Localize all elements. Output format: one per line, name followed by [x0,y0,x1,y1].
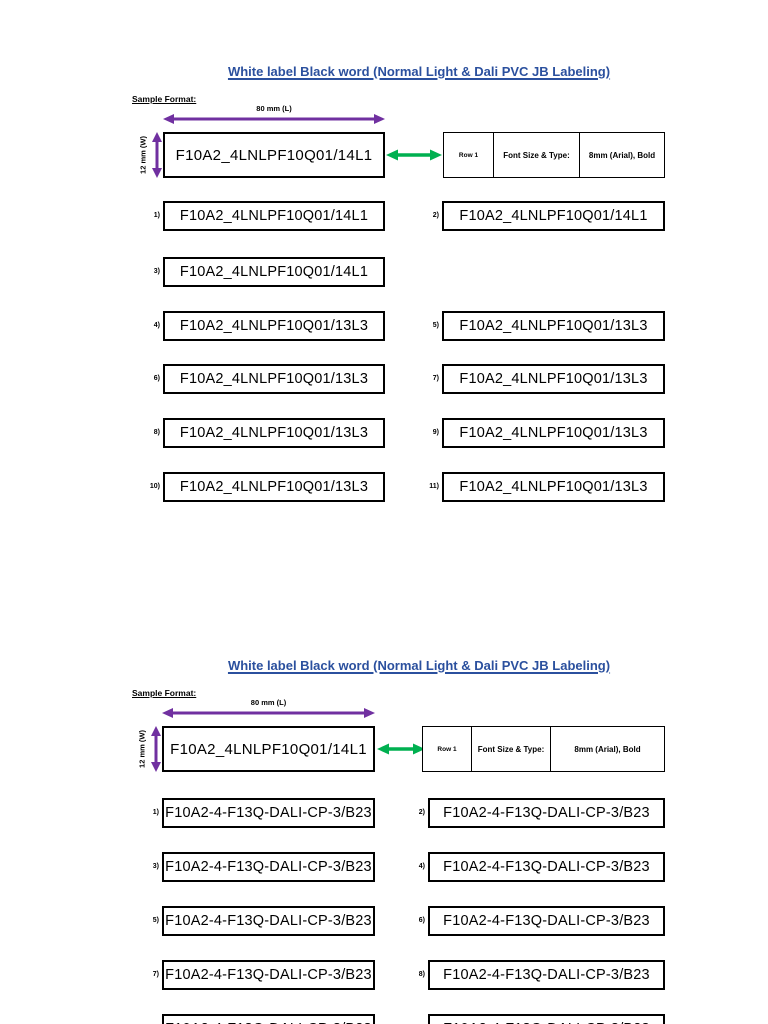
spec-attr-cell: Font Size & Type: [494,132,580,178]
label-box: F10A2_4LNLPF10Q01/14L1 [163,257,385,287]
label-box: F10A2_4LNLPF10Q01/13L3 [163,311,385,341]
label-box: F10A2_4LNLPF10Q01/13L3 [442,311,665,341]
label-text: F10A2-4-F13Q-DALI-CP-3/B23 [443,967,650,983]
label-box: F10A2_4LNLPF10Q01/14L1 [442,201,665,231]
label-text: F10A2-4-F13Q-DALI-CP-3/B23 [165,859,372,875]
label-text: F10A2_4LNLPF10Q01/14L1 [179,208,369,224]
label-number: 5) [152,917,159,924]
label-box: F10A2-4-F13Q-DALI-CP-3/B23 [162,852,375,882]
label-box: F10A2_4LNLPF10Q01/13L3 [163,418,385,448]
label-text: F10A2-4-F13Q-DALI-CP-3/B23 [165,1021,372,1024]
spec-value-cell: 8mm (Arial), Bold [580,132,665,178]
label-box: F10A2-4-F13Q-DALI-CP-3/B23 [162,1014,375,1024]
label-text: F10A2_4LNLPF10Q01/14L1 [459,208,648,224]
spec-row-cell: Row 1 [422,726,472,772]
label-box: F10A2_4LNLPF10Q01/13L3 [442,364,665,394]
sample-format-label: Sample Format: [132,688,197,698]
label-number: 1) [153,212,160,219]
label-text: F10A2-4-F13Q-DALI-CP-3/B23 [165,805,372,821]
label-box: F10A2-4-F13Q-DALI-CP-3/B23 [428,852,665,882]
font-spec-table: Row 1 Font Size & Type: 8mm (Arial), Bol… [422,726,665,772]
label-section-1: White label Black word (Normal Light & D… [0,64,768,564]
label-text: F10A2_4LNLPF10Q01/13L3 [459,318,648,334]
label-text: F10A2_4LNLPF10Q01/13L3 [459,479,648,495]
label-box: F10A2-4-F13Q-DALI-CP-3/B23 [162,906,375,936]
label-box: F10A2_4LNLPF10Q01/13L3 [163,364,385,394]
label-number: 7) [152,971,159,978]
label-number: 9) [133,1014,159,1024]
label-number: 11) [429,483,439,490]
length-dimension-label: 80 mm (L) [250,698,287,707]
width-dimension-label: 12 mm (W) [138,136,148,174]
label-number: 7) [432,375,439,382]
label-box: F10A2_4LNLPF10Q01/13L3 [442,418,665,448]
vertical-dimension-arrow-icon [151,726,161,772]
spec-attr-cell: Font Size & Type: [472,726,551,772]
label-box: F10A2_4LNLPF10Q01/14L1 [163,201,385,231]
label-box: F10A2-4-F13Q-DALI-CP-3/B23 [162,798,375,828]
label-box: F10A2-4-F13Q-DALI-CP-3/B23 [428,960,665,990]
label-text: F10A2-4-F13Q-DALI-CP-3/B23 [443,859,650,875]
label-text: F10A2_4LNLPF10Q01/13L3 [459,425,648,441]
width-dimension-label: 12 mm (W) [137,730,147,768]
section-title: White label Black word (Normal Light & D… [227,658,611,673]
label-number: 10) [149,483,160,490]
label-number: 3) [153,268,160,275]
horizontal-dimension-arrow-icon [162,708,375,718]
label-number: 8) [153,429,160,436]
font-spec-table: Row 1 Font Size & Type: 8mm (Arial), Bol… [443,132,665,178]
length-dimension-label: 80 mm (L) [256,104,292,113]
label-box: F10A2_4LNLPF10Q01/13L3 [163,472,385,502]
sample-label-text: F10A2_4LNLPF10Q01/14L1 [175,146,373,164]
label-section-2: White label Black word (Normal Light & D… [0,658,768,1024]
label-number: 8) [418,971,425,978]
label-text: F10A2_4LNLPF10Q01/14L1 [179,264,369,280]
section-title: White label Black word (Normal Light & D… [227,64,611,79]
label-text: F10A2-4-F13Q-DALI-CP-3/B23 [443,913,650,929]
label-number: 10) [399,1014,425,1024]
label-number: 6) [418,917,425,924]
sample-label-text: F10A2_4LNLPF10Q01/14L1 [170,740,367,758]
label-box: F10A2-4-F13Q-DALI-CP-3/B23 [428,798,665,828]
label-text: F10A2_4LNLPF10Q01/13L3 [179,425,369,441]
label-text: F10A2_4LNLPF10Q01/13L3 [179,371,369,387]
sample-label-box: F10A2_4LNLPF10Q01/14L1 [162,726,375,772]
label-number: 5) [432,322,439,329]
horizontal-dimension-arrow-icon [163,114,385,124]
label-text: F10A2-4-F13Q-DALI-CP-3/B23 [165,967,372,983]
pointer-arrow-icon [377,743,425,755]
label-box: F10A2-4-F13Q-DALI-CP-3/B23 [162,960,375,990]
label-number: 4) [418,863,425,870]
label-text: F10A2_4LNLPF10Q01/13L3 [179,479,369,495]
sample-label-box: F10A2_4LNLPF10Q01/14L1 [163,132,385,178]
label-text: F10A2-4-F13Q-DALI-CP-3/B23 [443,805,650,821]
spec-row-cell: Row 1 [443,132,494,178]
label-number: 2) [418,809,425,816]
label-number: 3) [152,863,159,870]
label-box: F10A2-4-F13Q-DALI-CP-3/B23 [428,906,665,936]
sample-format-label: Sample Format: [132,94,197,104]
label-text: F10A2-4-F13Q-DALI-CP-3/B23 [165,913,372,929]
spec-value-cell: 8mm (Arial), Bold [551,726,665,772]
pointer-arrow-icon [386,149,442,161]
vertical-dimension-arrow-icon [152,132,162,178]
label-box: F10A2-4-F13Q-DALI-CP-3/B23 [428,1014,665,1024]
label-number: 4) [153,322,160,329]
label-number: 1) [152,809,159,816]
label-text: F10A2_4LNLPF10Q01/13L3 [459,371,648,387]
label-text: F10A2-4-F13Q-DALI-CP-3/B23 [443,1021,650,1024]
label-text: F10A2_4LNLPF10Q01/13L3 [179,318,369,334]
label-number: 2) [432,212,439,219]
label-number: 6) [153,375,160,382]
label-box: F10A2_4LNLPF10Q01/13L3 [442,472,665,502]
label-number: 9) [432,429,439,436]
